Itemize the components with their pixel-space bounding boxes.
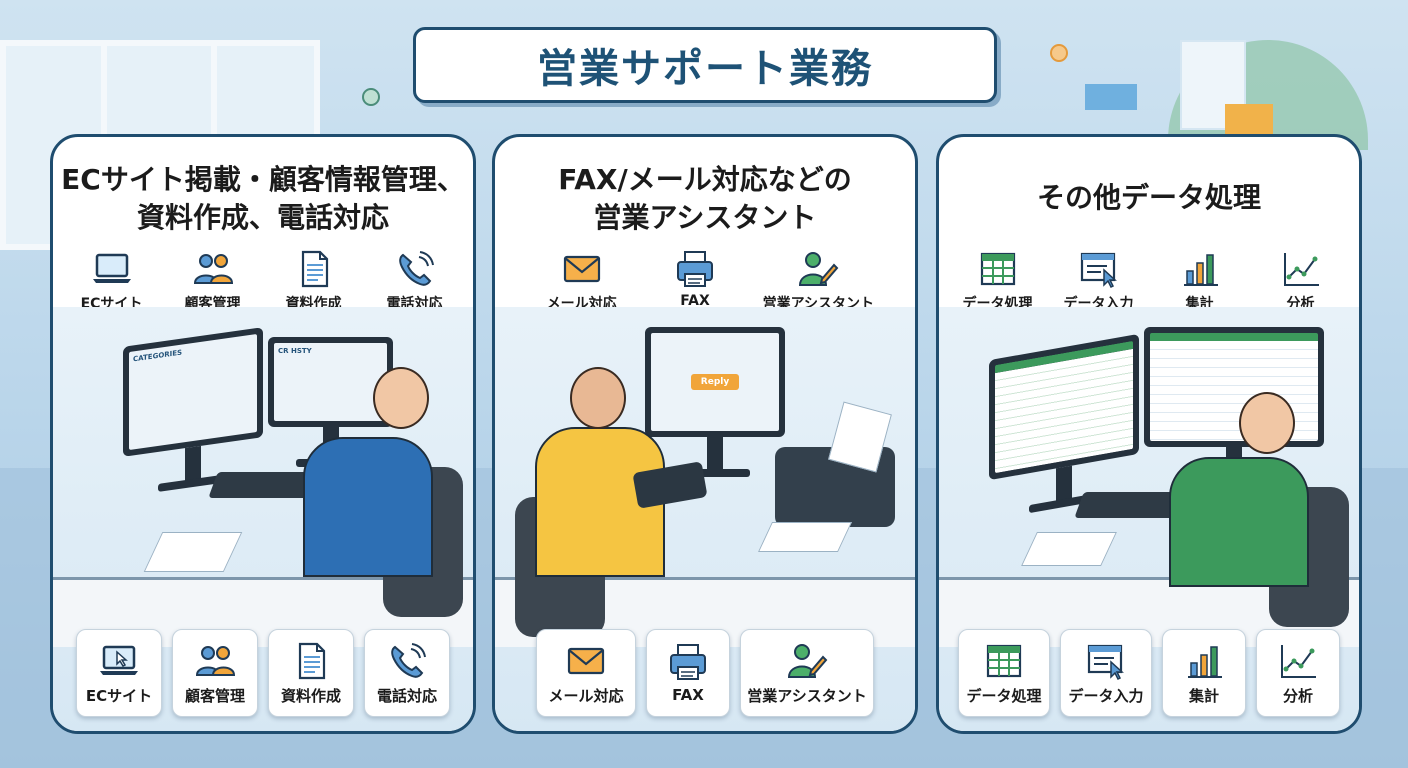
monitor: CR HSTY — [268, 337, 393, 467]
card-row: データ処理 データ入力 集計 分析 — [939, 629, 1359, 717]
icon-item-data-processing: データ処理 — [948, 249, 1048, 313]
icon-item-ec-site: ECサイト — [62, 249, 162, 313]
screen-text: CATEGORIES — [133, 348, 183, 364]
screen-text: CR HSTY — [278, 347, 312, 355]
data-entry-icon — [1077, 249, 1121, 289]
phone-icon — [385, 641, 429, 681]
card-label: 分析 — [1282, 686, 1313, 705]
decor-square — [1085, 84, 1137, 110]
panel-heading-line: 営業アシスタント — [593, 201, 817, 234]
document-icon — [292, 249, 336, 289]
panel-icon-row: ECサイト 顧客管理 資料作成 電話対応 — [53, 249, 473, 313]
icon-label: FAX — [680, 293, 710, 309]
icon-item-documents: 資料作成 — [264, 249, 364, 313]
laptop-cursor-icon — [97, 641, 141, 681]
laptop-icon — [90, 249, 134, 289]
decor-circle — [1050, 44, 1068, 62]
card-aggregation: 集計 — [1162, 629, 1246, 717]
fax-icon — [666, 642, 710, 682]
icon-item-customer: 顧客管理 — [163, 249, 263, 313]
monitor: Reply — [645, 327, 785, 477]
card-phone: 電話対応 — [364, 629, 450, 717]
card-label: ECサイト — [85, 686, 153, 705]
card-row: ECサイト 顧客管理 資料作成 電話対応 — [53, 629, 473, 717]
person-head — [373, 367, 429, 429]
phone-icon — [393, 249, 437, 289]
card-label: FAX — [672, 686, 704, 704]
icon-item-mail: メール対応 — [532, 249, 632, 313]
card-label: 営業アシスタント — [747, 686, 867, 705]
page-title: 営業サポート業務 — [537, 46, 873, 92]
fax-icon — [673, 249, 717, 289]
card-label: メール対応 — [548, 686, 624, 705]
data-entry-icon — [1084, 641, 1128, 681]
card-fax: FAX — [646, 629, 730, 717]
panel-heading-line: 資料作成、電話対応 — [136, 201, 389, 234]
fax-paper — [758, 522, 852, 552]
envelope-icon — [564, 641, 608, 681]
envelope-icon — [560, 249, 604, 289]
person-head — [1239, 392, 1295, 454]
people-icon — [193, 641, 237, 681]
panel-icon-row: データ処理 データ入力 集計 分析 — [939, 249, 1359, 313]
paper-report — [1021, 532, 1117, 566]
panel-data-processing: その他データ処理 データ処理 データ入力 集計 分析 — [936, 134, 1362, 734]
monitor — [989, 333, 1139, 514]
person-body — [1169, 457, 1309, 587]
line-chart-icon — [1276, 641, 1320, 681]
people-icon — [191, 249, 235, 289]
icon-item-analysis: 分析 — [1251, 249, 1351, 313]
panel-heading: ECサイト掲載・顧客情報管理、 資料作成、電話対応 — [53, 161, 473, 237]
panel-icon-row: メール対応 FAX 営業アシスタント — [495, 249, 915, 313]
panel-heading: その他データ処理 — [939, 179, 1359, 217]
assistant-icon — [796, 249, 840, 289]
monitor — [1144, 327, 1324, 487]
line-chart-icon — [1279, 249, 1323, 289]
card-label: 顧客管理 — [184, 686, 245, 705]
panel-heading-line: FAX/メール対応などの — [558, 163, 852, 196]
reply-button: Reply — [690, 374, 740, 390]
card-ec-site: ECサイト — [76, 629, 162, 717]
card-data-processing: データ処理 — [958, 629, 1050, 717]
panel-heading: FAX/メール対応などの 営業アシスタント — [495, 161, 915, 237]
monitor: CATEGORIES — [123, 327, 263, 492]
spreadsheet-icon — [976, 249, 1020, 289]
card-mail: メール対応 — [536, 629, 636, 717]
card-customer: 顧客管理 — [172, 629, 258, 717]
title-banner: 営業サポート業務 — [413, 27, 997, 103]
icon-item-assistant: 営業アシスタント — [758, 249, 878, 313]
document-icon — [289, 641, 333, 681]
card-label: 電話対応 — [376, 686, 437, 705]
bar-chart-icon — [1182, 641, 1226, 681]
panel-fax-mail-assistant: FAX/メール対応などの 営業アシスタント メール対応 FAX 営業アシスタント… — [492, 134, 918, 734]
panel-heading-line: ECサイト掲載・顧客情報管理、 — [61, 163, 465, 196]
icon-item-fax: FAX — [645, 249, 745, 313]
panel-heading-line: その他データ処理 — [1036, 181, 1261, 214]
card-analysis: 分析 — [1256, 629, 1340, 717]
decor-circle — [362, 88, 380, 106]
card-label: データ処理 — [966, 686, 1042, 705]
bar-chart-icon — [1178, 249, 1222, 289]
spreadsheet-icon — [982, 641, 1026, 681]
person-head — [570, 367, 626, 429]
card-data-entry: データ入力 — [1060, 629, 1152, 717]
card-label: 集計 — [1188, 686, 1219, 705]
person-body — [303, 437, 433, 577]
card-label: 資料作成 — [280, 686, 341, 705]
card-row: メール対応 FAX 営業アシスタント — [495, 629, 915, 717]
card-assistant: 営業アシスタント — [740, 629, 874, 717]
card-label: データ入力 — [1068, 686, 1144, 705]
icon-item-phone: 電話対応 — [365, 249, 465, 313]
paper-report — [143, 532, 243, 572]
icon-item-aggregation: 集計 — [1150, 249, 1250, 313]
icon-item-data-entry: データ入力 — [1049, 249, 1149, 313]
card-documents: 資料作成 — [268, 629, 354, 717]
panel-ec-customer: ECサイト掲載・顧客情報管理、 資料作成、電話対応 ECサイト 顧客管理 資料作… — [50, 134, 476, 734]
assistant-icon — [785, 641, 829, 681]
